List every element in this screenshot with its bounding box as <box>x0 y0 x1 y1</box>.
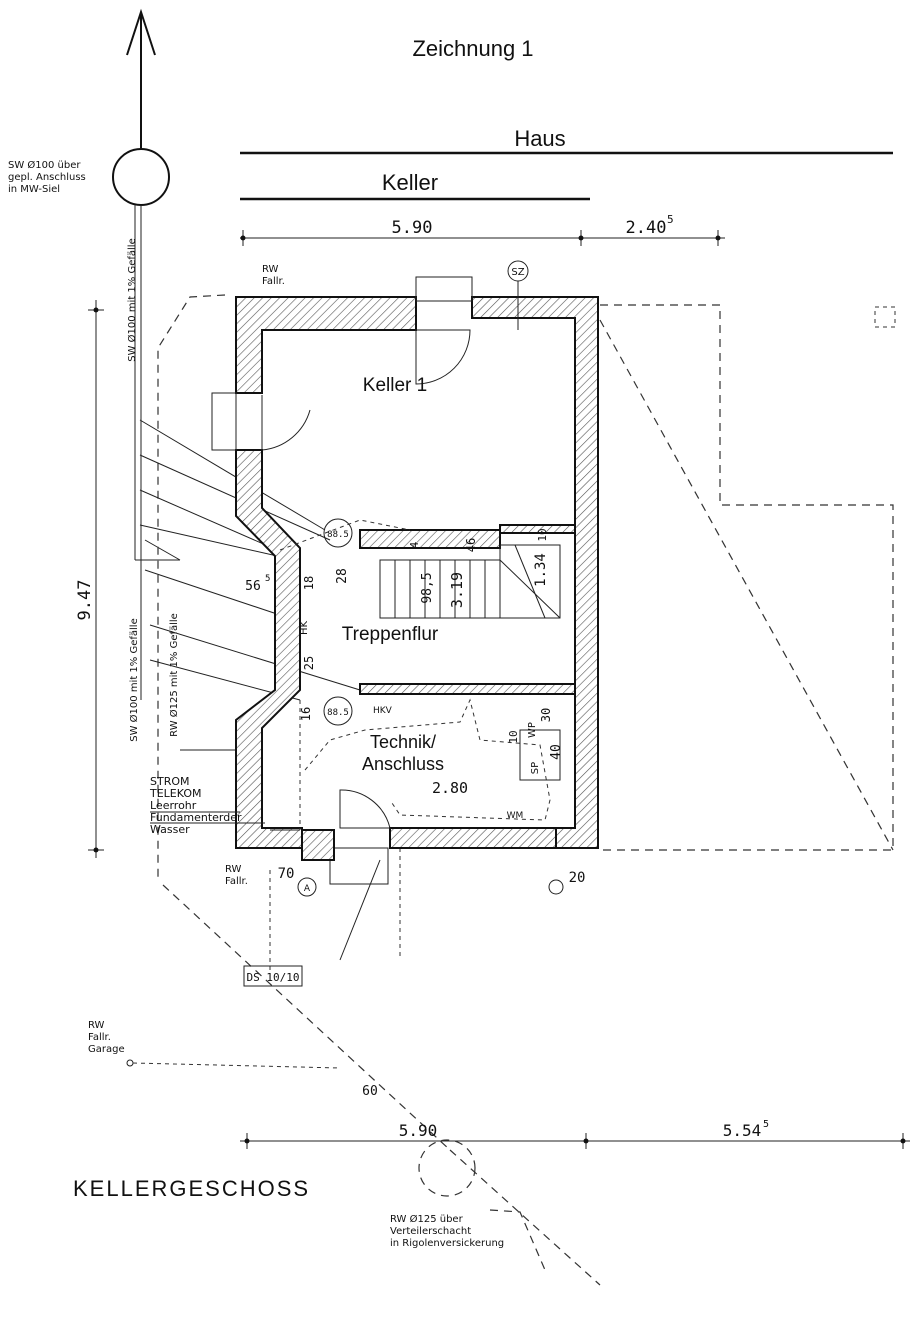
dim-top-width: 5.90 <box>392 218 433 238</box>
dim-bottom-right-sup: 5 <box>763 1119 769 1130</box>
bottom-dimension <box>240 1133 910 1149</box>
dim-30: 30 <box>539 708 553 722</box>
haus-label: Haus <box>514 126 565 151</box>
dim-60: 60 <box>362 1084 378 1099</box>
rw-fallr-top-2: Fallr. <box>262 276 285 287</box>
sw-vertical-top: SW Ø100 mit 1% Gefälle <box>126 238 138 361</box>
rw-garage-3: Garage <box>88 1044 125 1055</box>
section-a-label: A <box>304 884 311 894</box>
sp-label: SP <box>530 762 541 774</box>
building-walls <box>235 296 599 849</box>
rw-bottom-1: RW Ø125 über <box>390 1213 464 1225</box>
hk-label: HK <box>299 621 310 636</box>
room-keller1: Keller 1 <box>363 375 427 396</box>
rw-fallr-bot-2: Fallr. <box>225 876 248 887</box>
dim-4: 4 <box>408 541 421 548</box>
dim-70: 70 <box>278 866 295 882</box>
room-technik-line1: Technik/ <box>370 732 436 752</box>
strom-label: STROM <box>150 775 190 788</box>
verteilerschacht-circle <box>418 1139 476 1197</box>
dim-18: 18 <box>302 576 316 590</box>
sw-top-line2: gepl. Anschluss <box>8 172 86 183</box>
dim-wall-56-sup: 5 <box>265 574 270 584</box>
height-88-5-top: 88.5 <box>327 530 349 540</box>
leerrohr-label: Leerrohr <box>150 799 197 812</box>
rw-bottom-3: in Rigolenversickerung <box>390 1238 504 1249</box>
room-technik-line2: Anschluss <box>362 754 444 774</box>
rw-vertical: RW Ø125 mit 1% Gefälle <box>168 613 180 737</box>
exterior-dashed-lines <box>157 294 896 1286</box>
kellergeschoss-title: KELLERGESCHOSS <box>73 1176 310 1201</box>
sw-top-line1: SW Ø100 über <box>8 159 81 171</box>
left-dimension <box>88 300 104 858</box>
wm-label: WM <box>507 811 524 821</box>
telekom-label: TELEKOM <box>149 787 202 800</box>
dim-1-34: 1.34 <box>533 553 549 587</box>
sw-top-line3: in MW-Siel <box>8 184 60 195</box>
dim-top-right-sup: 5 <box>667 213 674 226</box>
rw-garage-point <box>126 1059 134 1067</box>
sw-vertical-bottom: SW Ø100 mit 1% Gefälle <box>128 618 140 741</box>
dim-3-19: 3.19 <box>448 572 466 608</box>
dim-20: 20 <box>569 870 586 886</box>
drawing-title: Zeichnung 1 <box>412 36 533 61</box>
dim-28: 28 <box>335 568 350 584</box>
staircase <box>379 544 561 619</box>
dim-98-5: 98,5 <box>420 572 435 603</box>
rw-fallr-top-1: RW <box>262 264 279 275</box>
section-a-marker <box>297 877 317 897</box>
dim-46: 46 <box>464 538 478 552</box>
dim-wall-56: 56 <box>245 579 261 594</box>
rw-garage-2: Fallr. <box>88 1032 111 1043</box>
ds-box <box>243 965 303 987</box>
dim-2-80: 2.80 <box>432 779 468 797</box>
hkv-label: HKV <box>373 706 393 716</box>
keller-label: Keller <box>382 170 438 195</box>
pipe-runs <box>270 519 561 961</box>
dim-bottom-width: 5.90 <box>399 1121 438 1140</box>
dim-left-height: 9.47 <box>75 580 95 621</box>
dim-bottom-right: 5.54 <box>723 1121 762 1140</box>
rw-bottom-2: Verteilerschacht <box>390 1226 471 1237</box>
top-dimension <box>240 230 725 246</box>
wasser-label: Wasser <box>150 823 190 836</box>
rw-garage-1: RW <box>88 1020 105 1031</box>
rw-fallr-bot-1: RW <box>225 864 242 875</box>
height-88-5-bottom: 88.5 <box>327 708 349 718</box>
sz-label: SZ <box>511 267 524 278</box>
height-marker-bottom <box>323 696 353 726</box>
dim-40: 40 <box>549 744 564 760</box>
doors <box>211 276 473 885</box>
ds-label: DS 10/10 <box>247 971 300 984</box>
height-marker-top <box>323 518 353 548</box>
north-arrow <box>112 8 181 700</box>
room-treppenflur: Treppenflur <box>342 624 439 645</box>
dim-10: 10 <box>536 528 549 541</box>
fundamenterder-label: Fundamenterder <box>150 811 242 824</box>
dim-10b: 10 <box>507 730 520 743</box>
wp-label: WP <box>527 722 538 738</box>
dim-16: 16 <box>299 707 313 721</box>
dim-25: 25 <box>302 656 316 670</box>
dim-top-right: 2.40 <box>626 218 667 238</box>
